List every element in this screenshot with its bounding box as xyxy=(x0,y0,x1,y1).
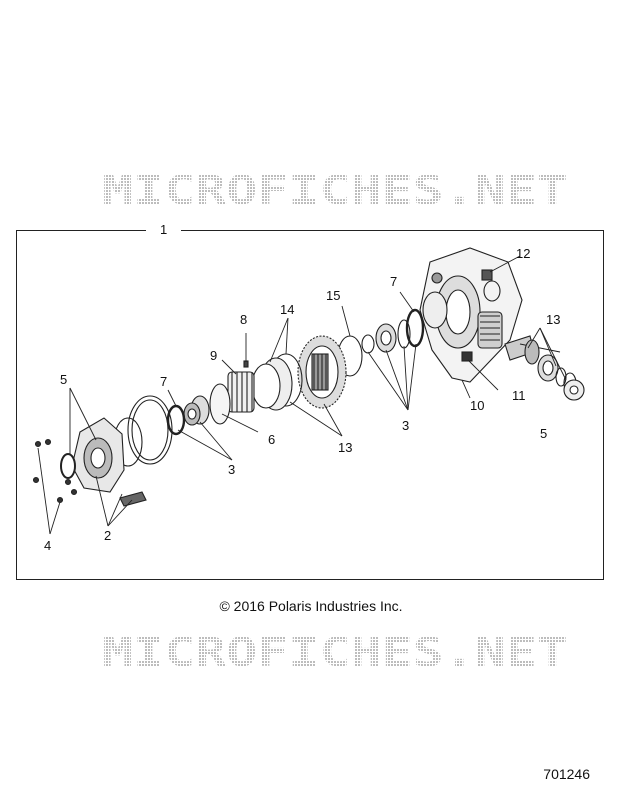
callout-8: 8 xyxy=(240,312,247,327)
callout-12: 12 xyxy=(516,246,530,261)
callout-7-right: 7 xyxy=(390,274,397,289)
right-seal-and-rings xyxy=(361,291,448,354)
gearcase-housing xyxy=(419,247,523,383)
callout-13-center: 13 xyxy=(338,440,352,455)
callout-15: 15 xyxy=(326,288,340,303)
fill-plug xyxy=(461,351,473,362)
armature-plate xyxy=(209,383,231,425)
callout-11: 11 xyxy=(512,388,526,403)
callout-10: 10 xyxy=(470,398,484,413)
document-number: 701246 xyxy=(543,766,590,782)
callout-4: 4 xyxy=(44,538,51,553)
pinion-shaft-set xyxy=(504,335,585,401)
callout-5-left: 5 xyxy=(60,372,67,387)
callout-9: 9 xyxy=(210,348,217,363)
callout-6: 6 xyxy=(268,432,275,447)
assembly-label: 1 xyxy=(146,222,182,237)
callout-2: 2 xyxy=(104,528,111,543)
left-cover xyxy=(60,417,147,507)
roller-cage xyxy=(227,371,255,413)
copyright-notice: © 2016 Polaris Industries Inc. xyxy=(219,598,403,614)
watermark-text: MICROFICHES.NET xyxy=(102,172,568,208)
watermark-bottom: MICROFICHES.NET xyxy=(102,634,568,670)
cover-screws xyxy=(32,438,78,504)
drain-plug xyxy=(481,269,493,281)
watermark-text: MICROFICHES.NET xyxy=(102,634,568,670)
callout-13-right: 13 xyxy=(546,312,560,327)
callout-labels: 12 13 7 15 14 8 9 11 10 5 5 7 6 3 3 13 4… xyxy=(44,246,560,553)
leader-lines xyxy=(37,255,567,535)
callout-7-left: 7 xyxy=(160,374,167,389)
callout-14: 14 xyxy=(280,302,294,317)
ring-gear xyxy=(297,335,347,409)
callout-5-right: 5 xyxy=(540,426,547,441)
watermark-top: MICROFICHES.NET xyxy=(102,172,568,208)
friction-plates xyxy=(251,353,303,411)
assembly-frame xyxy=(16,230,604,580)
callout-3-left: 3 xyxy=(228,462,235,477)
callout-3-right: 3 xyxy=(402,418,409,433)
